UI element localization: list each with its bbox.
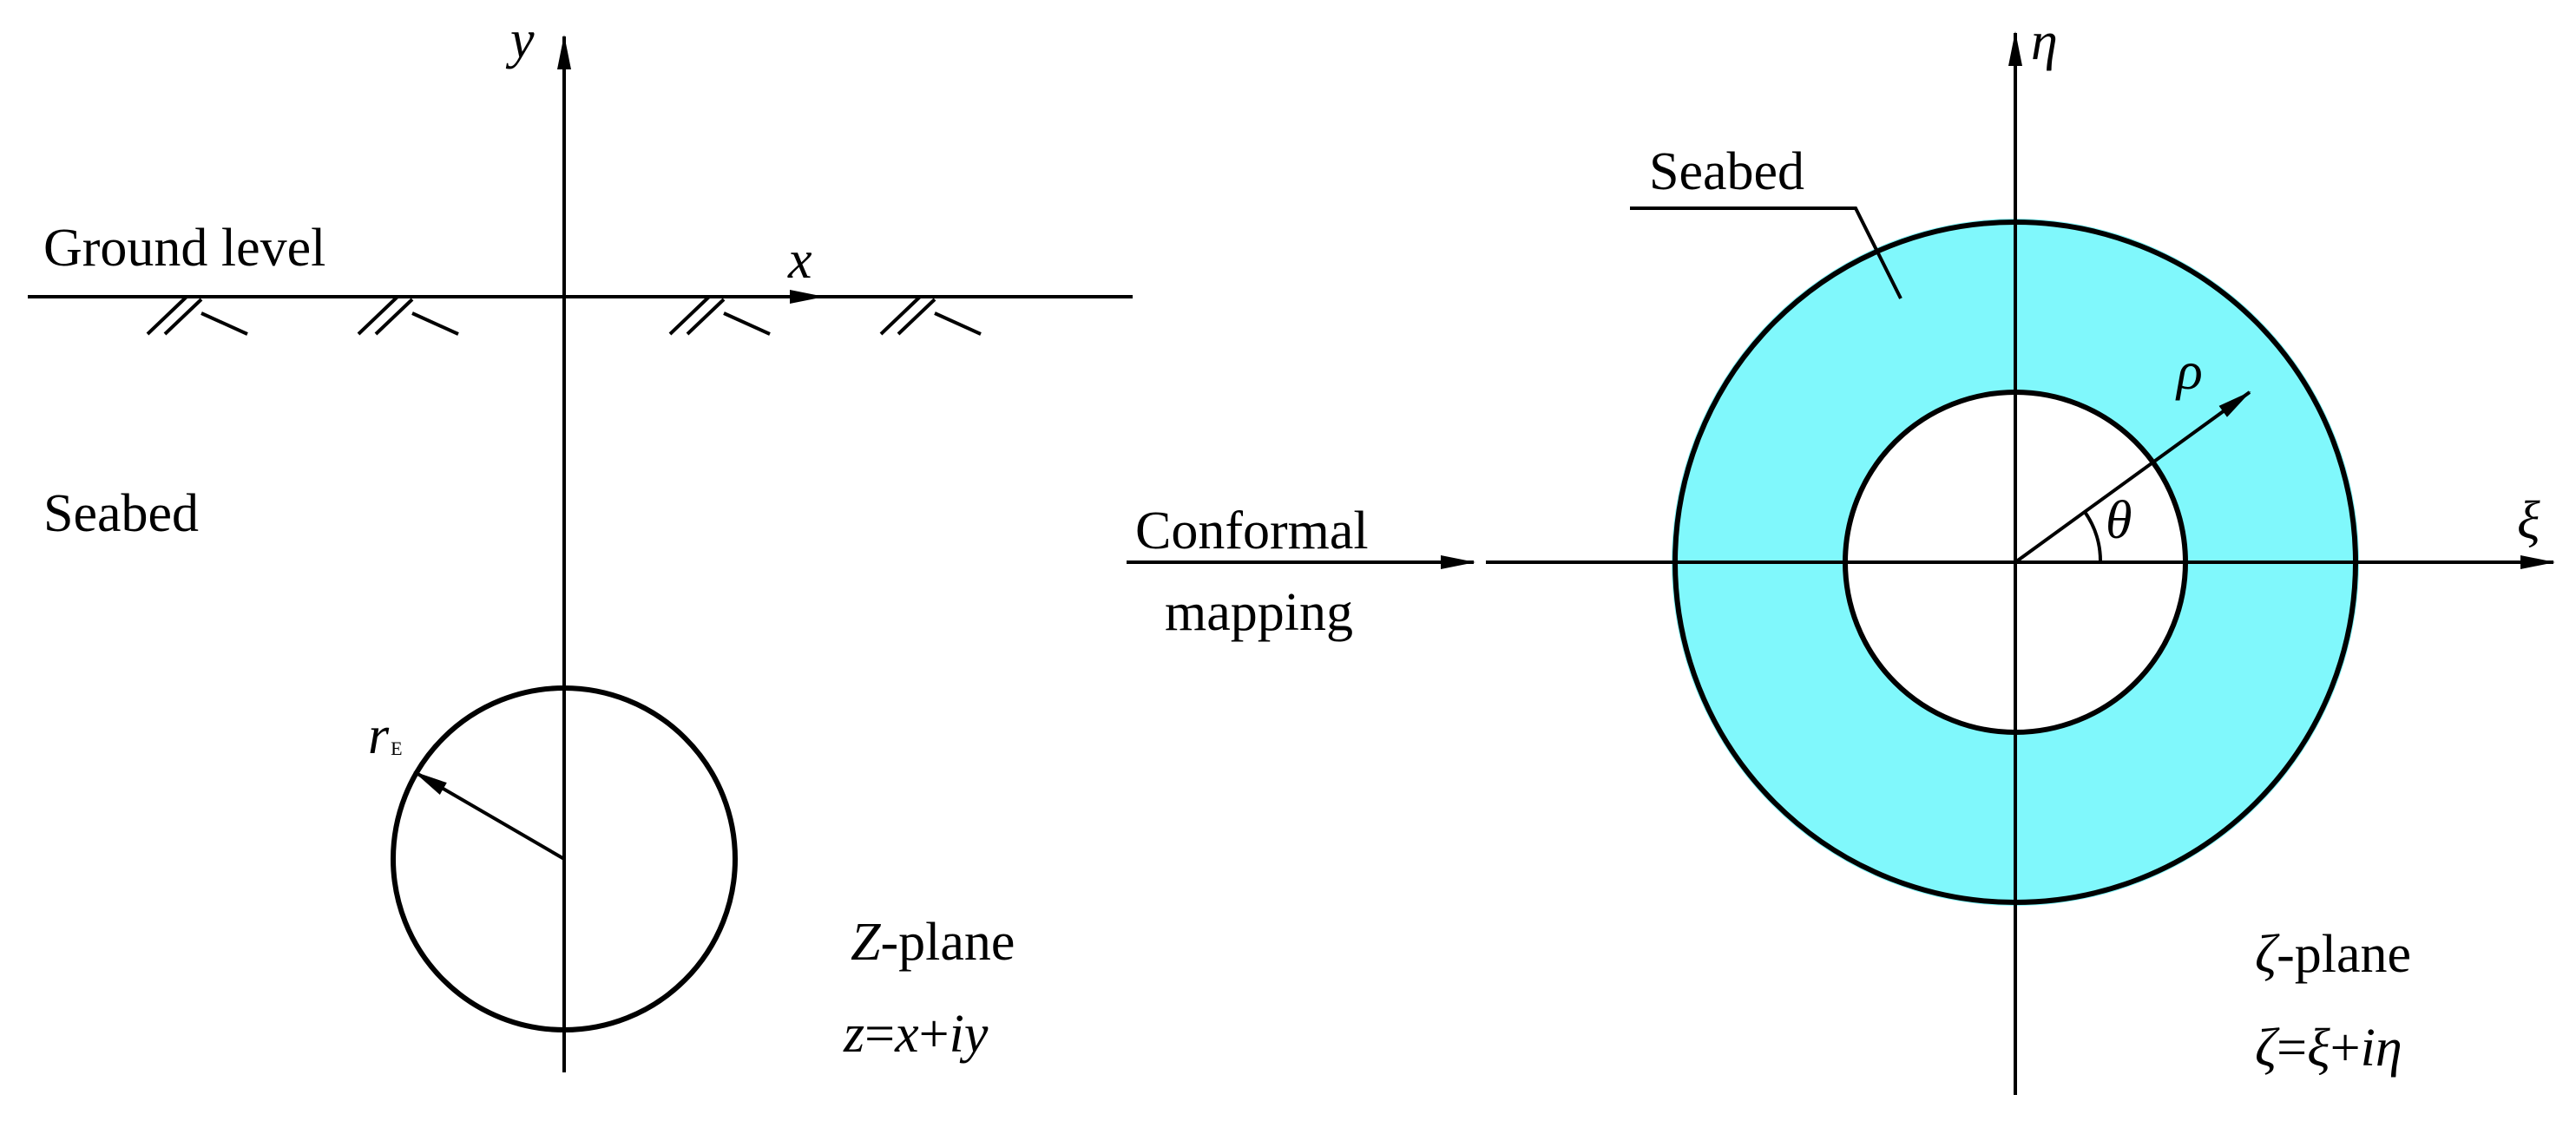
zeta-eq-lhs: ζ xyxy=(2255,1019,2280,1078)
eta-axis-label: η xyxy=(2031,12,2058,71)
z-eq-equals: = xyxy=(864,1005,895,1064)
seabed-annulus xyxy=(1672,219,2359,906)
z-eq-imag: iy xyxy=(950,1005,989,1064)
theta-label: θ xyxy=(2106,491,2132,550)
zeta-plane-name: ζ-plane xyxy=(2255,925,2411,984)
theta-arc xyxy=(2083,510,2103,563)
ground-level-label: Ground level xyxy=(43,219,325,278)
z-eq-plus: + xyxy=(919,1005,950,1064)
xi-axis-label: ξ xyxy=(2517,491,2540,550)
ground-hatch-3 xyxy=(668,295,771,336)
zeta-plane-symbol: ζ xyxy=(2255,925,2280,984)
ground-hatch-2 xyxy=(357,295,459,336)
zeta-plane: η ξ Seabed ρ θ ζ-plane ζ=ξ+iη xyxy=(1486,12,2555,1095)
zeta-plane-suffix: -plane xyxy=(2277,925,2411,984)
seabed-label-z: Seabed xyxy=(43,484,199,543)
seabed-leader xyxy=(1630,206,1902,299)
rho-arrow xyxy=(2014,390,2251,564)
radius-subscript: E xyxy=(391,737,402,759)
zeta-eq-equals: = xyxy=(2277,1019,2307,1078)
rho-label: ρ xyxy=(2175,342,2203,401)
z-eq-lhs: z xyxy=(843,1005,864,1064)
seabed-label-zeta: Seabed xyxy=(1649,142,1804,201)
z-plane-equation: z=x+iy xyxy=(843,1005,989,1064)
y-axis-label: y xyxy=(505,10,535,69)
mapping-label-line1: Conformal xyxy=(1135,501,1369,560)
z-plane-symbol: Z xyxy=(851,913,881,972)
x-axis-label: x xyxy=(787,231,812,290)
z-plane-suffix: -plane xyxy=(880,913,1015,972)
ground-hatch-1 xyxy=(146,295,248,336)
z-plane: y x Ground level Seabed rE Z-plane z=x+i… xyxy=(28,10,1133,1072)
mapping-label-line2: mapping xyxy=(1165,583,1353,642)
mapping-arrow-group: Conformal mapping xyxy=(1127,501,1475,642)
tunnel-circle xyxy=(391,685,738,1032)
ground-hatch-4 xyxy=(879,295,982,336)
zeta-eq-imag: iη xyxy=(2361,1019,2402,1078)
radius-symbol: r xyxy=(368,706,390,765)
z-eq-real: x xyxy=(894,1005,919,1064)
radius-label: rE xyxy=(368,706,403,765)
radius-arrow xyxy=(413,770,566,861)
zeta-eq-real: ξ xyxy=(2307,1019,2330,1078)
z-plane-name: Z-plane xyxy=(851,913,1015,972)
zeta-eq-plus: + xyxy=(2330,1019,2361,1078)
zeta-plane-equation: ζ=ξ+iη xyxy=(2255,1019,2402,1078)
